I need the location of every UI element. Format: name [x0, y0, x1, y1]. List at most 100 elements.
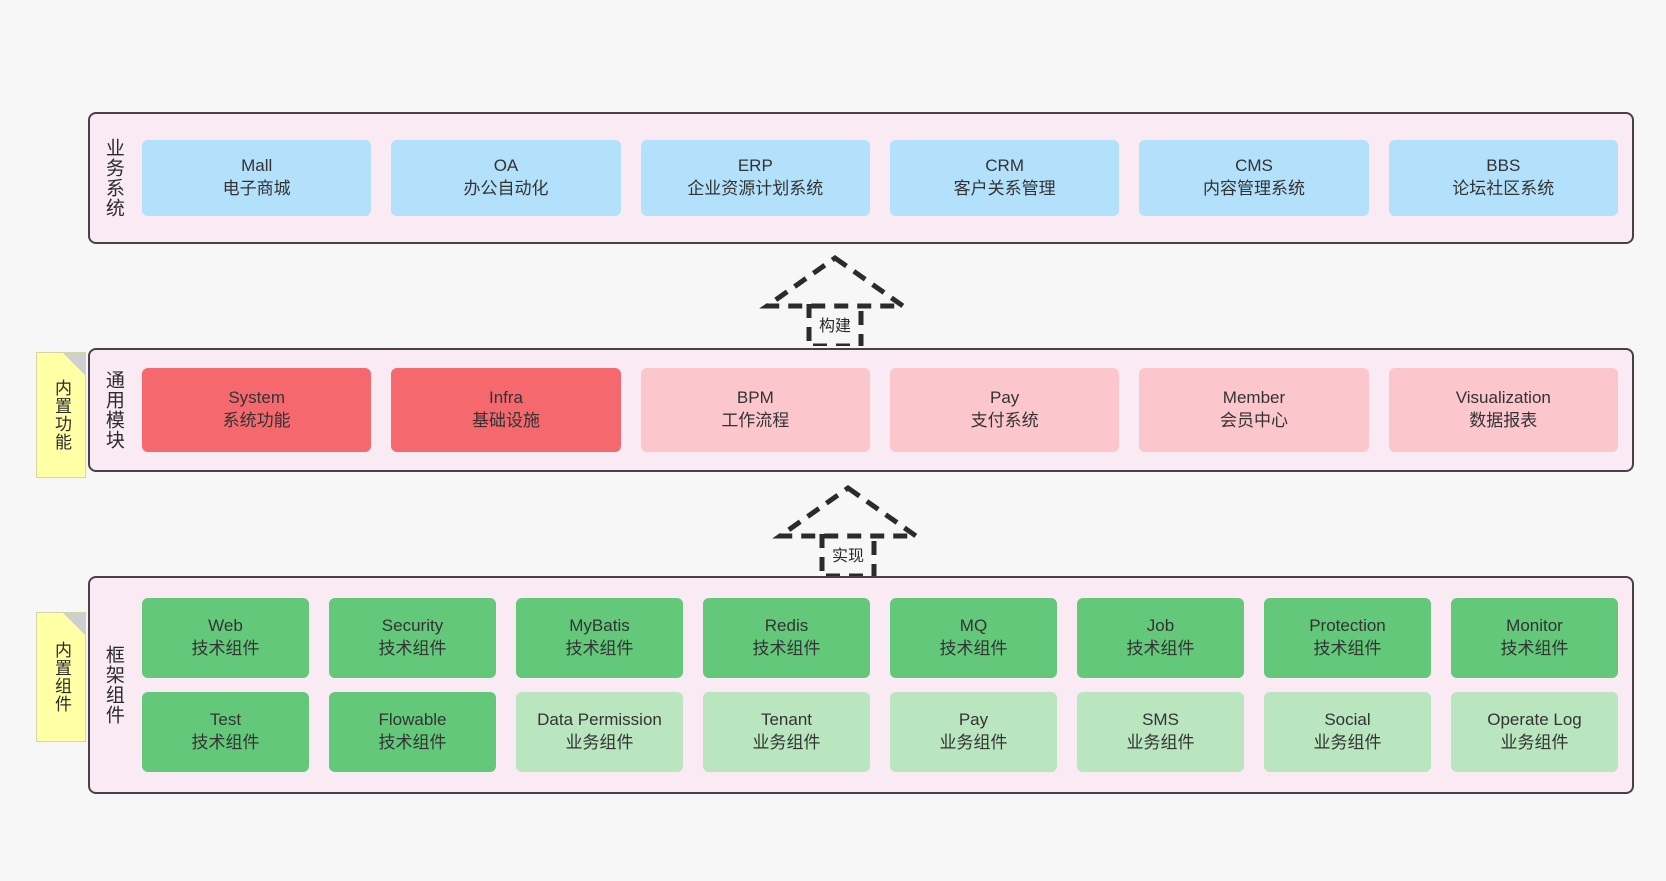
- layer-body-framework: Web 技术组件 Security 技术组件 MyBatis 技术组件 Redi…: [136, 578, 1632, 792]
- layer-business-system[interactable]: 业务系统 Mall 电子商城 OA 办公自动化 ERP 企业资源计划系统 CRM…: [88, 112, 1634, 244]
- node-title-cn: 系统功能: [222, 411, 291, 430]
- node-flowable[interactable]: Flowable 技术组件: [329, 692, 496, 772]
- node-title-en: Flowable: [378, 710, 447, 730]
- node-security[interactable]: Security 技术组件: [329, 598, 496, 678]
- node-title-cn: 业务组件: [1313, 733, 1382, 752]
- node-erp[interactable]: ERP 企业资源计划系统: [640, 140, 870, 216]
- node-title-cn: 技术组件: [378, 639, 447, 658]
- node-infra[interactable]: Infra 基础设施: [391, 368, 621, 452]
- node-title-en: Monitor: [1506, 616, 1563, 636]
- node-visualization[interactable]: Visualization 数据报表: [1388, 368, 1618, 452]
- node-mq[interactable]: MQ 技术组件: [890, 598, 1057, 678]
- node-bpm[interactable]: BPM 工作流程: [640, 368, 870, 452]
- node-title-cn: 论坛社区系统: [1452, 179, 1555, 198]
- layer-title-framework: 框架组件: [102, 645, 124, 725]
- node-title-en: Redis: [764, 616, 809, 636]
- node-job[interactable]: Job 技术组件: [1077, 598, 1244, 678]
- node-title-en: Security: [381, 616, 444, 636]
- node-web[interactable]: Web 技术组件: [142, 598, 309, 678]
- node-title-cn: 客户关系管理: [953, 179, 1056, 198]
- node-title-cn: 业务组件: [1126, 733, 1195, 752]
- node-title-en: OA: [493, 156, 519, 176]
- node-title-en: Protection: [1309, 616, 1386, 636]
- node-title-cn: 技术组件: [939, 639, 1008, 658]
- node-test[interactable]: Test 技术组件: [142, 692, 309, 772]
- node-title-cn: 内容管理系统: [1202, 179, 1305, 198]
- node-title-en: SMS: [1142, 710, 1179, 730]
- node-title-en: CRM: [985, 156, 1024, 176]
- node-operate-log[interactable]: Operate Log 业务组件: [1451, 692, 1618, 772]
- node-protection[interactable]: Protection 技术组件: [1264, 598, 1431, 678]
- layer-row: Web 技术组件 Security 技术组件 MyBatis 技术组件 Redi…: [142, 598, 1618, 678]
- node-title-en: MQ: [959, 616, 988, 636]
- node-title-en: Mall: [241, 156, 273, 176]
- node-mybatis[interactable]: MyBatis 技术组件: [516, 598, 683, 678]
- layer-row: Test 技术组件 Flowable 技术组件 Data Permission …: [142, 692, 1618, 772]
- node-crm[interactable]: CRM 客户关系管理: [889, 140, 1120, 216]
- sticky-note-label: 内置组件: [52, 641, 72, 713]
- layer-row: System 系统功能 Infra 基础设施 BPM 工作流程 Pay 支付系统…: [142, 368, 1618, 452]
- node-title-en: Web: [208, 616, 243, 636]
- node-system[interactable]: System 系统功能: [142, 368, 372, 452]
- node-social[interactable]: Social 业务组件: [1264, 692, 1431, 772]
- node-title-en: Test: [209, 710, 242, 730]
- sticky-note-label: 内置功能: [52, 379, 72, 451]
- layer-title-business: 业务系统: [102, 138, 124, 218]
- node-title-en: MyBatis: [569, 616, 630, 636]
- node-title-en: BBS: [1486, 156, 1521, 176]
- node-member[interactable]: Member 会员中心: [1139, 368, 1369, 452]
- node-title-cn: 技术组件: [752, 639, 821, 658]
- node-title-cn: 数据报表: [1469, 411, 1538, 430]
- node-oa[interactable]: OA 办公自动化: [391, 140, 621, 216]
- node-title-cn: 业务组件: [752, 733, 821, 752]
- node-title-cn: 技术组件: [565, 639, 634, 658]
- node-title-cn: 业务组件: [565, 733, 634, 752]
- node-title-cn: 支付系统: [970, 411, 1039, 430]
- sticky-note-builtin-component[interactable]: 内置组件: [36, 612, 86, 742]
- layer-title-common: 通用模块: [102, 370, 124, 450]
- node-title-cn: 技术组件: [1500, 639, 1569, 658]
- implement-arrow-icon: [772, 484, 924, 579]
- node-title-en: ERP: [737, 156, 773, 176]
- node-title-en: CMS: [1235, 156, 1273, 176]
- node-title-en: BPM: [736, 388, 774, 408]
- layer-row: Mall 电子商城 OA 办公自动化 ERP 企业资源计划系统 CRM 客户关系…: [142, 140, 1618, 216]
- node-pay[interactable]: Pay 支付系统: [889, 368, 1120, 452]
- build-arrow-icon: [759, 254, 911, 349]
- node-title-cn: 技术组件: [1313, 639, 1382, 658]
- node-bbs[interactable]: BBS 论坛社区系统: [1388, 140, 1618, 216]
- node-title-cn: 技术组件: [1126, 639, 1195, 658]
- sticky-note-builtin-function[interactable]: 内置功能: [36, 352, 86, 478]
- node-title-en: Job: [1146, 616, 1175, 636]
- folded-corner-icon: [63, 613, 85, 635]
- node-title-cn: 业务组件: [1500, 733, 1569, 752]
- connector-implement-arrow: 实现: [758, 484, 938, 579]
- node-data-permission[interactable]: Data Permission 业务组件: [516, 692, 683, 772]
- layer-framework-component[interactable]: 框架组件 Web 技术组件 Security 技术组件 MyBatis 技术组件…: [88, 576, 1634, 794]
- node-title-en: Data Permission: [537, 710, 662, 730]
- layer-body-business: Mall 电子商城 OA 办公自动化 ERP 企业资源计划系统 CRM 客户关系…: [136, 114, 1632, 242]
- node-redis[interactable]: Redis 技术组件: [703, 598, 870, 678]
- node-title-en: Infra: [488, 388, 523, 408]
- node-title-en: System: [228, 388, 285, 408]
- node-title-cn: 企业资源计划系统: [687, 179, 824, 198]
- node-title-en: Member: [1222, 388, 1286, 408]
- node-title-cn: 电子商城: [222, 179, 291, 198]
- node-title-en: Tenant: [760, 710, 813, 730]
- node-title-en: Operate Log: [1487, 710, 1582, 730]
- node-title-cn: 业务组件: [939, 733, 1008, 752]
- node-sms[interactable]: SMS 业务组件: [1077, 692, 1244, 772]
- node-tenant[interactable]: Tenant 业务组件: [703, 692, 870, 772]
- node-title-cn: 技术组件: [378, 733, 447, 752]
- node-title-cn: 会员中心: [1219, 411, 1288, 430]
- node-monitor[interactable]: Monitor 技术组件: [1451, 598, 1618, 678]
- node-pay-business[interactable]: Pay 业务组件: [890, 692, 1057, 772]
- node-cms[interactable]: CMS 内容管理系统: [1139, 140, 1369, 216]
- node-title-cn: 工作流程: [721, 411, 790, 430]
- connector-build-arrow: 构建: [745, 254, 925, 349]
- node-title-en: Visualization: [1455, 388, 1551, 408]
- node-mall[interactable]: Mall 电子商城: [142, 140, 372, 216]
- node-title-cn: 基础设施: [471, 411, 540, 430]
- layer-common-module[interactable]: 通用模块 System 系统功能 Infra 基础设施 BPM 工作流程 Pay…: [88, 348, 1634, 472]
